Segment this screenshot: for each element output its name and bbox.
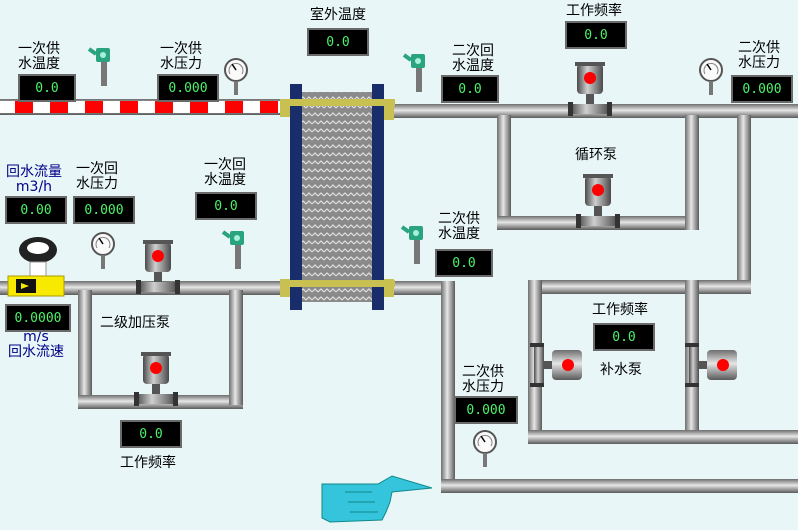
primary-supply-pressure-display: 0.000 bbox=[157, 74, 219, 102]
secondary-supply-temp-display: 0.0 bbox=[435, 249, 493, 277]
primary-supply-temp-display: 0.0 bbox=[18, 74, 76, 102]
outdoor-temp-display: 0.0 bbox=[307, 28, 369, 56]
secondary-work-pump-icon bbox=[568, 62, 612, 116]
work-freq-makeup-label: 工作频率 bbox=[592, 302, 648, 318]
makeup-pump-label: 补水泵 bbox=[600, 362, 642, 378]
booster-pump-label: 二级加压泵 bbox=[100, 315, 170, 331]
primary-supply-temp-sensor-icon bbox=[87, 46, 112, 88]
primary-return-temp-label: 一次回水温度 bbox=[204, 157, 246, 188]
secondary-return-temp-label: 二次回水温度 bbox=[452, 43, 494, 74]
makeup-pump-right-icon bbox=[685, 343, 737, 387]
secondary-supply-temp-label: 二次供水温度 bbox=[438, 211, 480, 242]
secondary-supply-pressure-gauge-icon bbox=[699, 58, 723, 96]
primary-return-temp-sensor-icon bbox=[221, 229, 246, 271]
booster-pump-top-icon bbox=[136, 240, 180, 294]
primary-return-pressure-gauge-icon bbox=[91, 232, 115, 270]
secondary-return-temp-display: 0.0 bbox=[441, 75, 499, 103]
secondary-supply-pressure-top-label: 二次供水压力 bbox=[738, 40, 780, 71]
pointing-hand-icon[interactable] bbox=[321, 475, 433, 523]
booster-pump-bottom-icon bbox=[134, 352, 178, 406]
outdoor-temp-label: 室外温度 bbox=[310, 7, 366, 23]
flowmeter-icon bbox=[7, 237, 65, 297]
primary-return-temp-display: 0.0 bbox=[195, 192, 257, 220]
return-flow-display: 0.00 bbox=[5, 196, 67, 224]
secondary-return-temp-sensor-icon bbox=[402, 52, 427, 94]
primary-supply-pressure-label: 一次供水压力 bbox=[160, 41, 202, 72]
work-freq-top-display: 0.0 bbox=[565, 21, 627, 49]
plate-heat-exchanger bbox=[280, 84, 395, 310]
secondary-supply-pressure-bottom-display: 0.000 bbox=[454, 396, 518, 424]
secondary-supply-temp-sensor-icon bbox=[400, 224, 425, 266]
work-freq-bottom-display: 0.0 bbox=[120, 420, 182, 448]
work-freq-bottom-label: 工作频率 bbox=[120, 455, 176, 471]
circulation-pump-label: 循环泵 bbox=[575, 147, 617, 163]
makeup-pump-left-icon bbox=[530, 343, 582, 387]
primary-return-pressure-display: 0.000 bbox=[73, 196, 135, 224]
work-freq-makeup-display: 0.0 bbox=[593, 323, 655, 351]
primary-supply-stripes bbox=[0, 101, 280, 113]
circulation-pump-icon bbox=[576, 174, 620, 228]
work-freq-top-label: 工作频率 bbox=[566, 3, 622, 19]
return-speed-display: 0.0000 bbox=[5, 304, 71, 332]
secondary-supply-pressure-bottom-label: 二次供水压力 bbox=[462, 364, 504, 395]
secondary-supply-pressure-top-display: 0.000 bbox=[731, 75, 793, 103]
primary-supply-temp-label: 一次供水温度 bbox=[18, 41, 60, 72]
primary-return-pressure-label: 一次回水压力 bbox=[76, 161, 118, 192]
primary-supply-pressure-gauge-icon bbox=[224, 58, 248, 96]
secondary-supply-pressure-bottom-gauge-icon bbox=[473, 430, 497, 468]
